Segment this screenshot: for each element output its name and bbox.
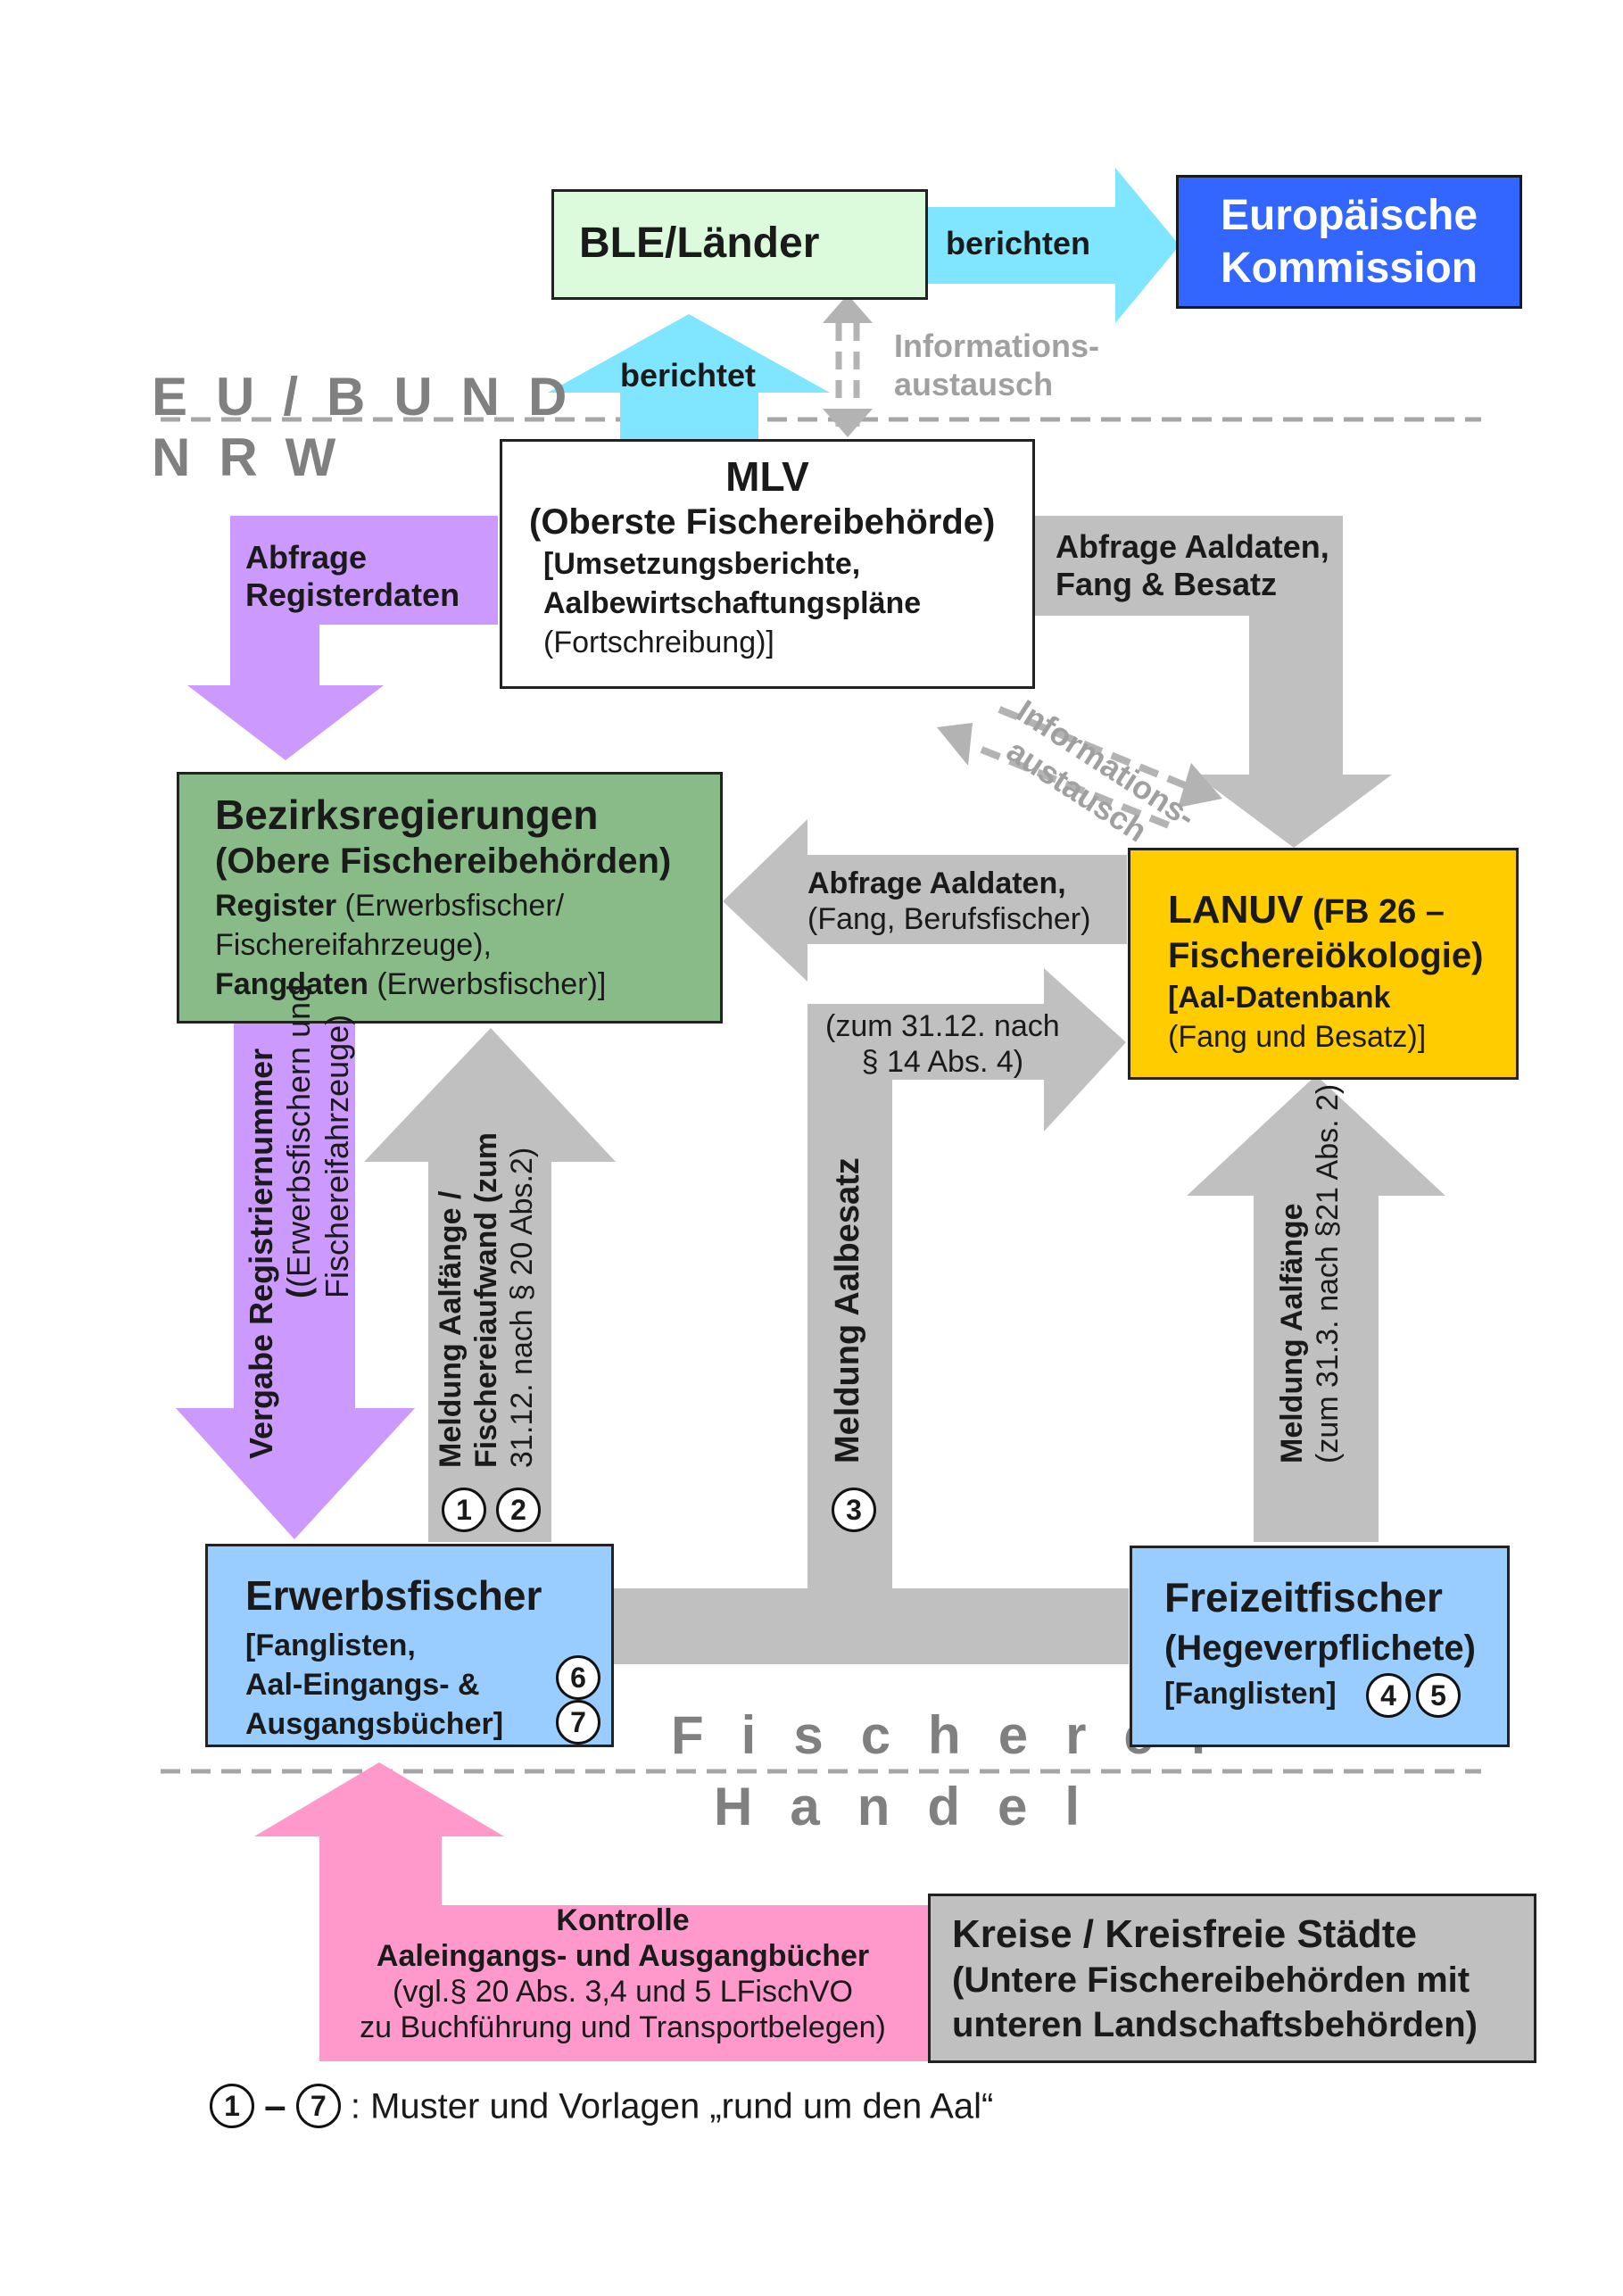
node-erwerb-title: Erwerbsfischer <box>245 1572 542 1619</box>
label-meldung-aalfaenge-freizeit: Meldung Aalfänge (zum 31.3. nach §21 Abs… <box>1275 1083 1346 1463</box>
node-bez-subtitle: (Obere Fischereibehörden) <box>215 841 672 881</box>
node-freizeit-line3: [Fanglisten] <box>1164 1677 1337 1711</box>
node-erwerbsfischer: Erwerbsfischer [Fanglisten, Aal-Eingangs… <box>205 1544 614 1747</box>
node-lanuv: LANUV (FB 26 – Fischereiökologie) [Aal-D… <box>1128 848 1519 1080</box>
node-kreise: Kreise / Kreisfreie Städte (Untere Fisch… <box>928 1894 1536 2063</box>
node-mlv-detail1: [Umsetzungsberichte, <box>543 547 861 581</box>
badge-3: 3 <box>832 1488 876 1532</box>
label-berichtet: berichtet <box>620 357 757 394</box>
node-lanuv-line4: (Fang und Besatz)] <box>1168 1020 1427 1054</box>
arrow-vergabe-registriernummer <box>176 1022 415 1539</box>
label-fischerei: Fischerei <box>671 1705 1244 1765</box>
legend-badge-to: 7 <box>295 2084 341 2129</box>
arrow-abfrage-berufsfischer <box>723 819 1127 982</box>
node-lanuv-title: LANUV (FB 26 – <box>1168 888 1445 932</box>
node-mlv: MLV (Oberste Fischereibehörde) [Umsetzun… <box>500 439 1035 689</box>
badge-6: 6 <box>556 1655 600 1700</box>
label-kontrolle: Kontrolle Aaleingangs- und Ausgangbücher… <box>360 1903 886 2045</box>
node-kreise-line1: Kreise / Kreisfreie Städte <box>952 1912 1417 1956</box>
node-bez-line3: Fischereifahrzeuge), <box>215 928 492 962</box>
arrow-abfrage-aaldaten-lanuv <box>1035 516 1392 848</box>
node-erwerb-line3: Aal-Eingangs- & <box>245 1668 480 1702</box>
node-bez-title: Bezirksregierungen <box>215 792 599 838</box>
node-mlv-detail3: (Fortschreibung)] <box>543 626 774 659</box>
badge-5: 5 <box>1416 1673 1461 1718</box>
node-bez-register: Register (Erwerbsfischer/ <box>215 889 565 923</box>
node-ek-line2: Kommission <box>1220 244 1478 292</box>
node-lanuv-line3: [Aal-Datenbank <box>1168 981 1391 1015</box>
badge-4: 4 <box>1366 1673 1411 1718</box>
node-lanuv-line2: Fischereiökologie) <box>1168 936 1484 975</box>
label-nrw: NRW <box>152 427 365 487</box>
node-ble-laender: BLE/Länder <box>551 189 928 300</box>
arrow-meldung-aalbesatz <box>807 968 1126 1588</box>
node-ble-title: BLE/Länder <box>579 220 820 267</box>
label-vergabe-registriernummer: Vergabe Registriernummer ((Erwerbsfische… <box>243 983 355 1459</box>
node-bezirksregierungen: Bezirksregierungen (Obere Fischereibehör… <box>177 772 723 1024</box>
badge-2: 2 <box>496 1488 541 1532</box>
legend-dash: – <box>264 2084 286 2128</box>
arrow-meldung-aalfaenge-freizeit <box>1187 1075 1445 1542</box>
label-berichten: berichten <box>946 225 1091 261</box>
arrow-berichten <box>928 168 1180 323</box>
node-mlv-title: MLV <box>725 453 809 500</box>
legend-badge-from: 1 <box>210 2084 254 2129</box>
badge-7: 7 <box>556 1700 600 1745</box>
label-eu-bund: EU/BUND <box>152 367 596 427</box>
node-kreise-line3: unteren Landschaftsbehörden) <box>952 2005 1478 2044</box>
label-meldung-aalfaenge-erwerb: Meldung Aalfänge / Fischereiaufwand (zum… <box>434 1132 540 1468</box>
arrow-meldung-aalfaenge-erwerb <box>364 1028 616 1542</box>
node-europaeische-kommission: Europäische Kommission <box>1176 175 1522 309</box>
arrow-info-exchange-diag <box>980 706 1197 829</box>
label-abfrage-aaldaten-lanuv: Abfrage Aaldaten,Fang & Besatz <box>1056 528 1329 603</box>
legend: 1 – 7 : Muster und Vorlagen „rund um den… <box>210 2079 993 2131</box>
arrow-abfrage-registerdaten <box>187 516 498 760</box>
node-bez-fangdaten: Fangdaten (Erwerbsfischer)] <box>215 967 607 1001</box>
legend-text: : Muster und Vorlagen „rund um den Aal“ <box>350 2086 994 2126</box>
label-info-exchange-top: Informations-austausch <box>894 327 1099 403</box>
label-meldung-aalbesatz: Meldung Aalbesatz <box>829 1157 866 1463</box>
node-erwerb-line2: [Fanglisten, <box>245 1629 416 1662</box>
arrow-kontrolle <box>254 1762 928 2061</box>
node-freizeitfischer: Freizeitfischer (Hegeverpflichete) [Fang… <box>1130 1546 1510 1747</box>
node-erwerb-line4: Ausgangsbücher] <box>245 1707 504 1741</box>
node-kreise-line2: (Untere Fischereibehörden mit <box>952 1960 1470 2000</box>
label-handel: Handel <box>714 1777 1118 1836</box>
badge-1: 1 <box>442 1488 486 1532</box>
node-mlv-detail2: Aalbewirtschaftungspläne <box>543 586 922 620</box>
label-zum-3112: (zum 31.12. nach§ 14 Abs. 4) <box>825 1009 1060 1080</box>
node-mlv-subtitle: (Oberste Fischereibehörde) <box>529 502 996 542</box>
node-ek-line1: Europäische <box>1220 192 1478 239</box>
arrow-berichtet <box>548 314 830 439</box>
label-abfrage-berufsfischer: Abfrage Aaldaten,(Fang, Berufsfischer) <box>807 866 1091 937</box>
node-freizeit-line2: (Hegeverpflichete) <box>1164 1629 1476 1668</box>
node-freizeit-title: Freizeitfischer <box>1164 1574 1443 1620</box>
